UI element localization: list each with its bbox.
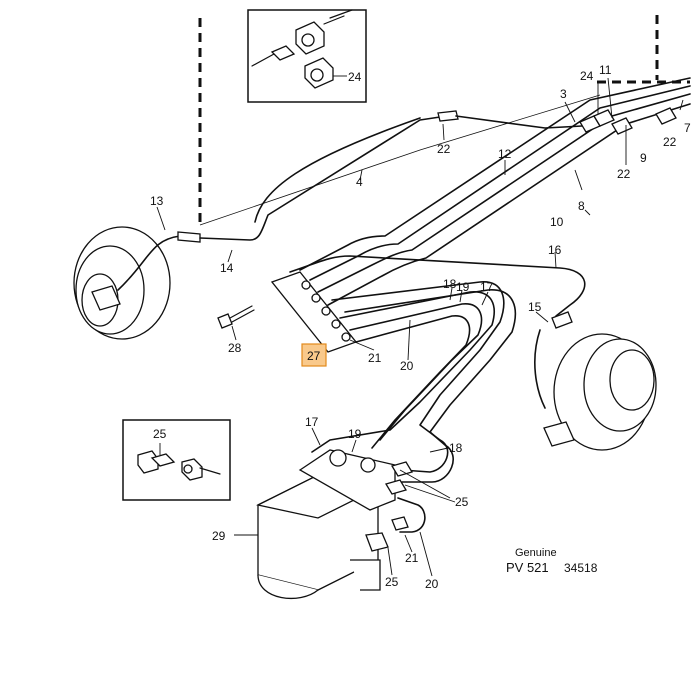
label-28: 28 bbox=[228, 341, 242, 355]
label-11: 11 bbox=[599, 63, 612, 77]
label-10: 10 bbox=[550, 215, 564, 229]
label-12: 12 bbox=[498, 147, 512, 161]
label-9: 9 bbox=[640, 151, 647, 165]
label-25-inset: 25 bbox=[153, 427, 167, 441]
label-22-b: 22 bbox=[617, 167, 631, 181]
label-18-bottom: 18 bbox=[449, 441, 463, 455]
label-29: 29 bbox=[212, 529, 226, 543]
distribution-block bbox=[270, 271, 358, 353]
label-17-top: 17 bbox=[480, 280, 494, 294]
leader-lines bbox=[156, 77, 684, 577]
left-brake-drum bbox=[73, 226, 201, 340]
label-18-top: 18 bbox=[443, 277, 457, 291]
label-17-bottom: 17 bbox=[305, 415, 319, 429]
label-7: 7 bbox=[684, 121, 691, 135]
label-8: 8 bbox=[578, 199, 585, 213]
label-24-inset: 24 bbox=[348, 70, 362, 84]
right-brake-drum bbox=[534, 311, 657, 451]
label-25-right: 25 bbox=[455, 495, 469, 509]
brake-pipes bbox=[199, 77, 691, 533]
label-22-c: 22 bbox=[663, 135, 677, 149]
label-16: 16 bbox=[548, 243, 562, 257]
label-4: 4 bbox=[356, 175, 363, 189]
label-22-a: 22 bbox=[437, 142, 451, 156]
label-24: 24 bbox=[580, 69, 594, 83]
label-19-top: 19 bbox=[456, 280, 470, 294]
label-20-top: 20 bbox=[400, 359, 414, 373]
diagram-number: 34518 bbox=[564, 561, 598, 575]
inset-box-left bbox=[122, 419, 231, 501]
label-14: 14 bbox=[220, 261, 234, 275]
pv-code: PV 521 bbox=[506, 560, 549, 575]
inset-box-top bbox=[247, 9, 367, 103]
signature-block: Genuine PV 521 34518 bbox=[506, 547, 598, 575]
label-21-bottom: 21 bbox=[405, 551, 419, 565]
label-25-bottom: 25 bbox=[385, 575, 399, 589]
label-13: 13 bbox=[150, 194, 164, 208]
genuine-text: Genuine bbox=[515, 547, 557, 559]
label-15: 15 bbox=[528, 300, 542, 314]
label-20-bottom: 20 bbox=[425, 577, 439, 591]
label-19-bottom: 19 bbox=[348, 427, 362, 441]
label-27: 27 bbox=[307, 349, 321, 363]
label-21-top: 21 bbox=[368, 351, 382, 365]
bolt bbox=[217, 305, 255, 329]
part-labels: 3 4 7 8 9 10 11 12 13 14 15 16 17 17 18 … bbox=[150, 63, 691, 591]
brake-valve-unit bbox=[256, 449, 413, 600]
highlight-box-27 bbox=[301, 343, 327, 367]
label-3: 3 bbox=[560, 87, 567, 101]
